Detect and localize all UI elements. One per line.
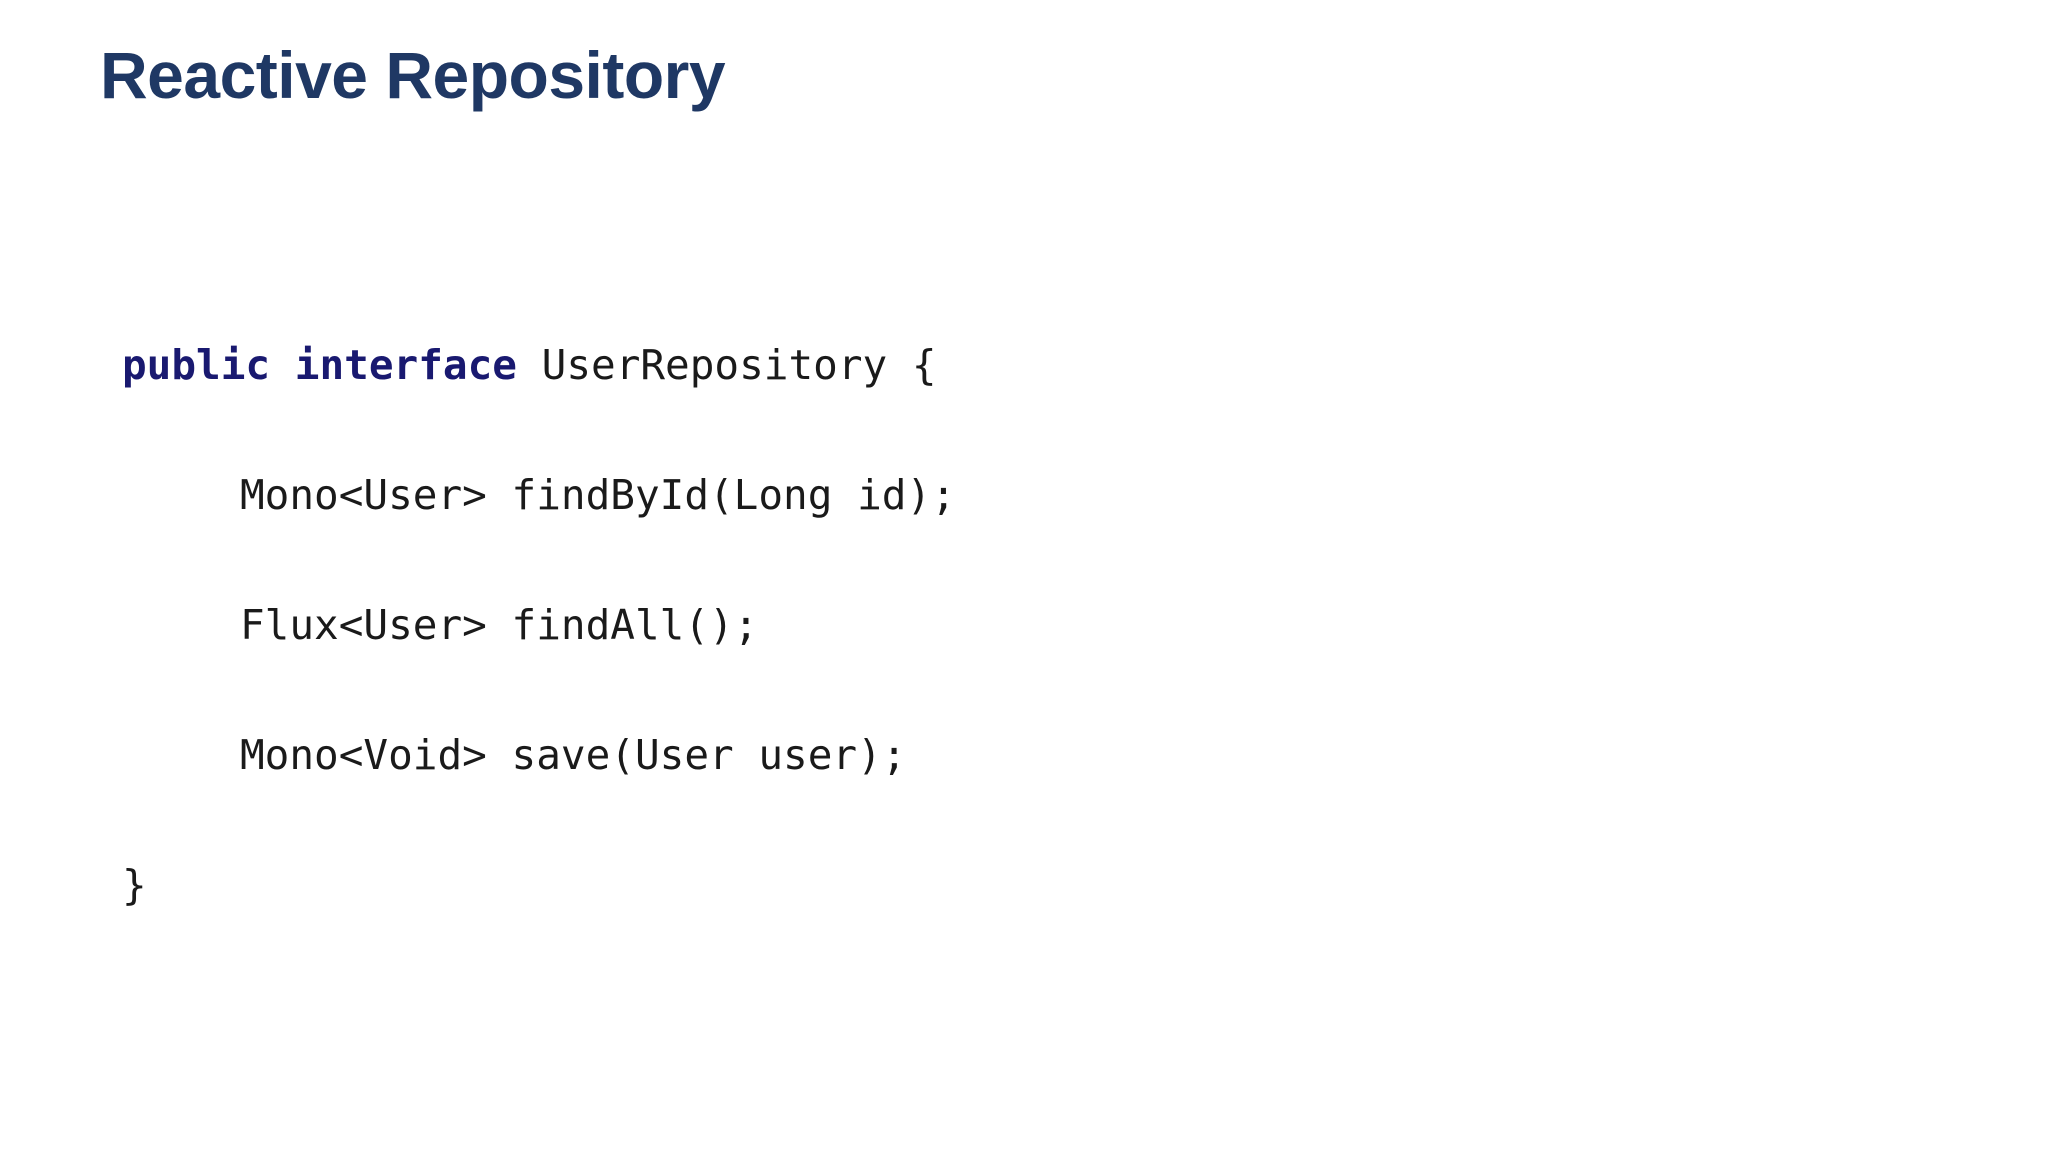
code-line: } [122, 820, 956, 950]
code-line: public interface UserRepository { [122, 300, 956, 430]
code-line: Mono<Void> save(User user); [122, 690, 956, 820]
code-text: Mono<User> findById(Long id); [240, 471, 956, 519]
code-text: } [122, 861, 147, 909]
code-text: UserRepository { [516, 341, 937, 389]
code-keyword: public interface [122, 341, 517, 389]
code-line: Mono<User> findById(Long id); [122, 430, 956, 560]
code-line: Flux<User> findAll(); [122, 560, 956, 690]
code-text: Mono<Void> save(User user); [240, 731, 907, 779]
code-text: Flux<User> findAll(); [240, 601, 759, 649]
page-title: Reactive Repository [100, 38, 726, 112]
code-block: public interface UserRepository { Mono<Us… [122, 300, 956, 950]
